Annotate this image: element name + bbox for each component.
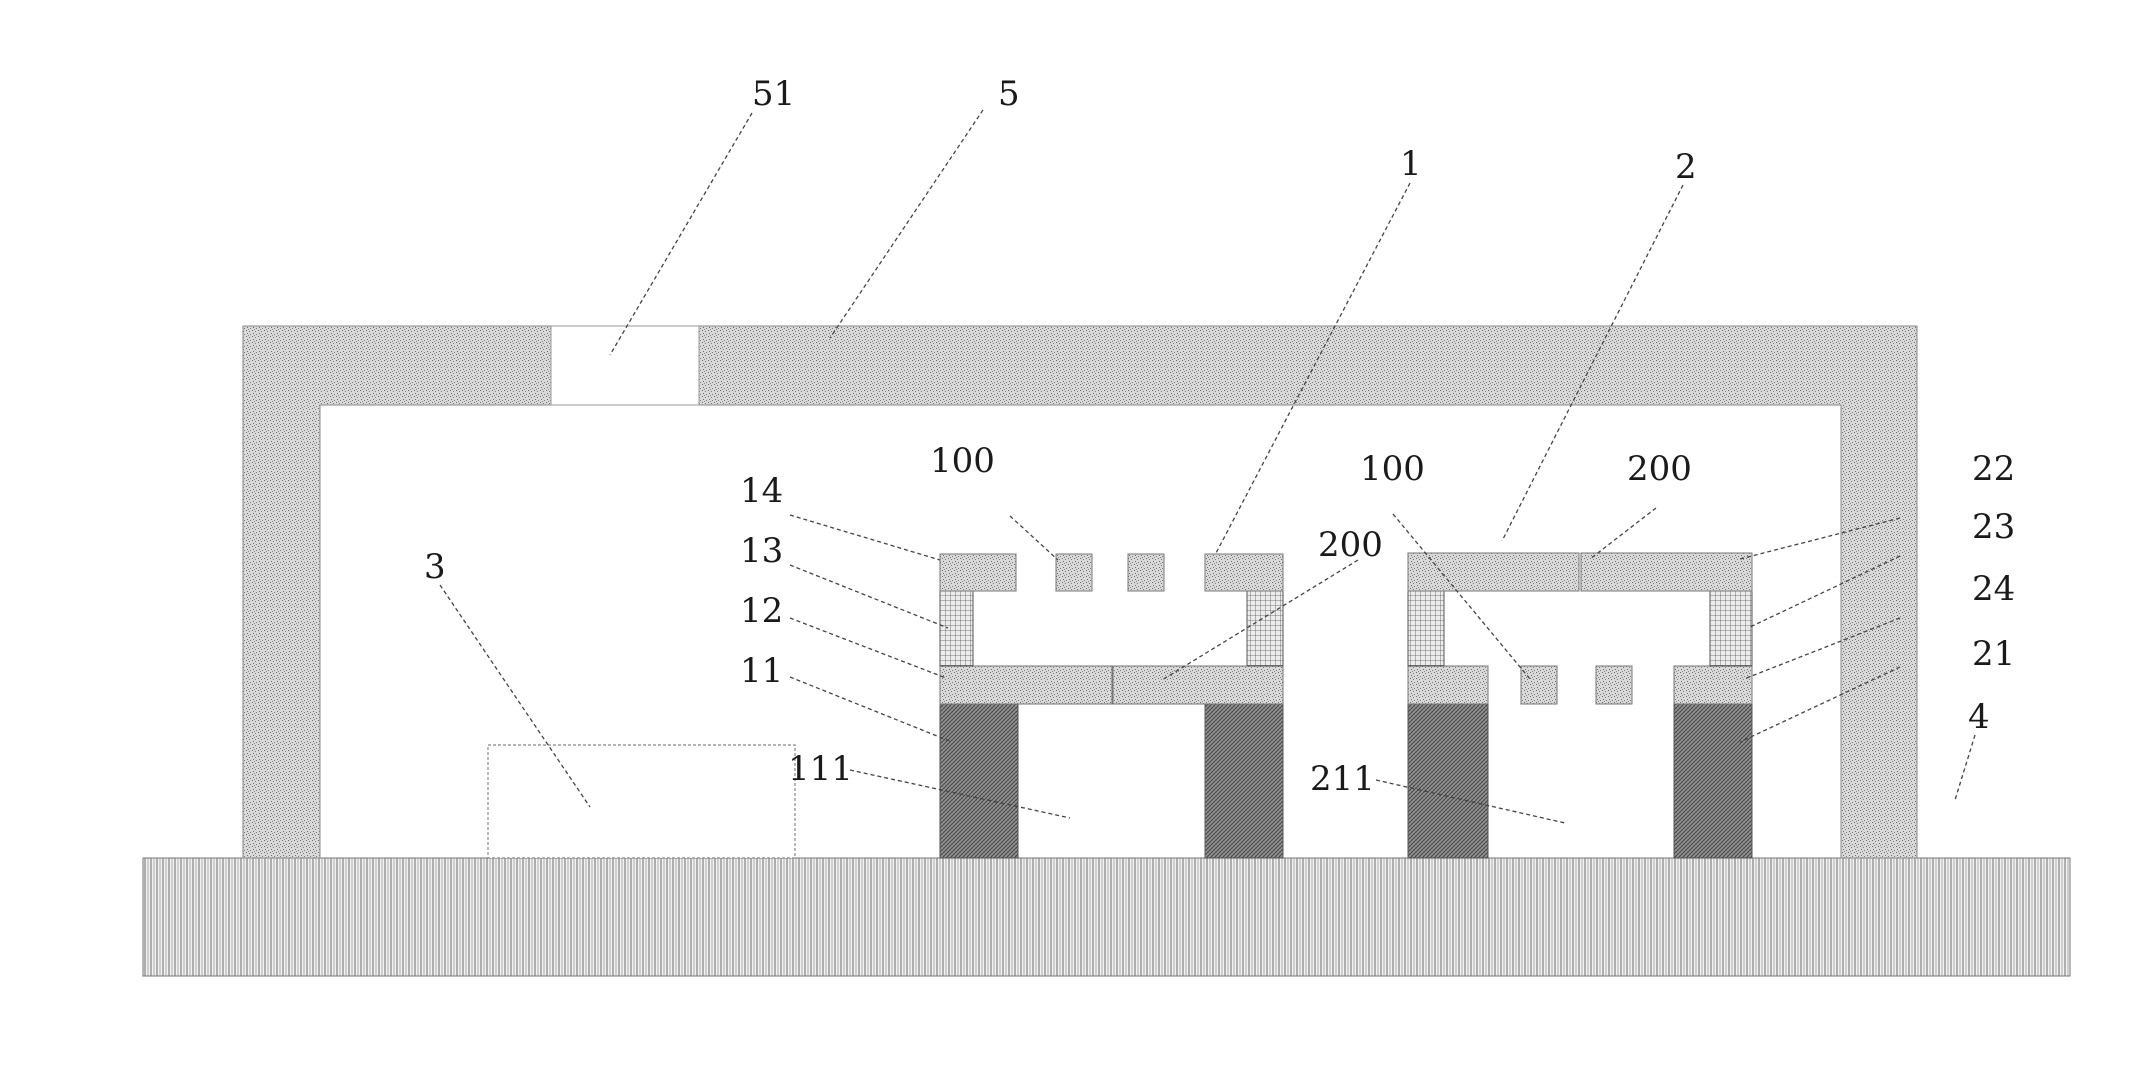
label-200-device2: 200: [1627, 449, 1692, 489]
label-100-device1: 100: [930, 441, 995, 481]
membrane-12-right: [1113, 666, 1283, 704]
backplate-14-hole-b: [1128, 554, 1164, 591]
pillar-11-left: [940, 703, 1018, 858]
spacer-13-right: [1247, 590, 1283, 666]
label-12: 12: [740, 591, 783, 631]
label-13: 13: [740, 531, 783, 571]
label-1: 1: [1400, 144, 1422, 184]
label-5: 5: [998, 74, 1020, 114]
plate-24-hole-a: [1521, 666, 1557, 704]
label-211: 211: [1310, 759, 1375, 799]
label-3: 3: [424, 547, 446, 587]
label-22: 22: [1972, 449, 2015, 489]
pillar-21-right: [1674, 703, 1752, 858]
substrate-4: [143, 858, 2070, 976]
label-24: 24: [1972, 569, 2015, 609]
label-100-device2: 100: [1360, 449, 1425, 489]
sound-port-51: [551, 326, 699, 405]
membrane-22-right: [1581, 553, 1752, 591]
chip-3: [488, 745, 795, 858]
label-111: 111: [788, 749, 853, 789]
membrane-22-left: [1408, 553, 1579, 591]
label-21: 21: [1972, 634, 2015, 674]
backplate-14-left: [940, 554, 1016, 591]
label-23: 23: [1972, 507, 2015, 547]
label-14: 14: [740, 471, 783, 511]
spacer-23-right: [1710, 590, 1752, 666]
label-11: 11: [740, 651, 783, 691]
plate-24-hole-b: [1596, 666, 1632, 704]
backplate-14-right: [1205, 554, 1283, 591]
label-2: 2: [1675, 147, 1697, 187]
pillar-21-left: [1408, 703, 1488, 858]
spacer-13-left: [940, 590, 973, 666]
plate-24-left: [1408, 666, 1488, 704]
spacer-23-left: [1408, 590, 1444, 666]
membrane-12-left: [940, 666, 1112, 704]
label-51: 51: [752, 74, 795, 114]
plate-24-right: [1674, 666, 1752, 704]
label-4: 4: [1968, 697, 1990, 737]
backplate-14-hole-a: [1056, 554, 1092, 591]
label-200-device1: 200: [1318, 525, 1383, 565]
pillar-11-right: [1205, 703, 1283, 858]
